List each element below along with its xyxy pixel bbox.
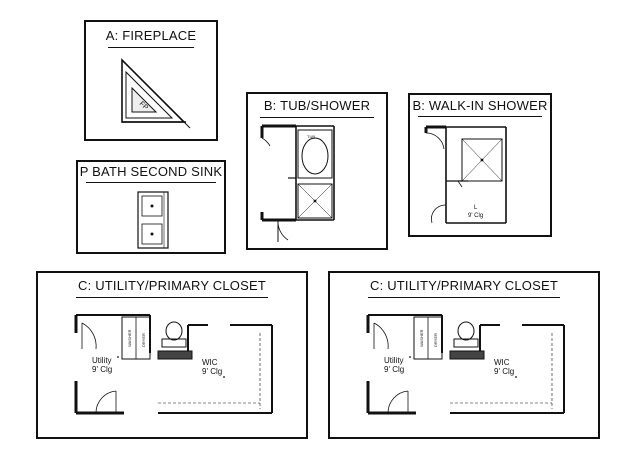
walk-in-shower-panel: B: WALK-IN SHOWER L 9' Clg (408, 93, 552, 237)
utility-label: Utility (92, 356, 112, 365)
second-sink-panel: P BATH SECOND SINK (76, 160, 226, 254)
tub-shower-panel: B: TUB/SHOWER TUB (246, 92, 388, 250)
walk-in-shower-title: B: WALK-IN SHOWER (412, 98, 548, 113)
wic-label: WIC (494, 358, 510, 367)
wic-label: WIC (202, 358, 218, 367)
title-underline (86, 182, 216, 183)
title-underline (108, 47, 194, 48)
utility-closet-title-left: C: UTILITY/PRIMARY CLOSET (77, 278, 266, 293)
fireplace-insert-label: FP (138, 100, 150, 112)
title-underline (368, 297, 560, 298)
utility-ceiling-label: 9' Clg (384, 365, 404, 374)
utility-closet-plan-right: WASHER DRYER Utility 9' Clg WIC 9' Clg (366, 314, 565, 415)
utility-ceiling-label: 9' Clg (92, 365, 112, 374)
second-sink-plan (137, 191, 169, 249)
walk-in-shower-plan: L 9' Clg (424, 125, 507, 224)
utility-label: Utility (384, 356, 404, 365)
utility-closet-panel-left: C: UTILITY/PRIMARY CLOSET WASHER DRYER U… (36, 271, 308, 439)
lin-label: L (474, 205, 478, 211)
fireplace-plan: FP (121, 58, 191, 129)
washer-label: WASHER (127, 329, 132, 347)
lin-ceiling-label: 9' Clg (468, 213, 483, 219)
title-underline (418, 116, 542, 117)
tub-shower-title: B: TUB/SHOWER (263, 98, 371, 113)
title-underline (76, 297, 268, 298)
fireplace-title: A: FIREPLACE (105, 28, 197, 43)
tub-shower-plan: TUB (260, 124, 335, 242)
fireplace-panel: A: FIREPLACE FP (84, 20, 218, 141)
wic-ceiling-label: 9' Clg (494, 367, 514, 376)
washer-label: WASHER (419, 329, 424, 347)
utility-closet-plan-left: WASHER DRYER Utility 9' Clg WIC 9' Clg (74, 314, 273, 415)
title-underline (260, 117, 374, 118)
wic-ceiling-label: 9' Clg (202, 367, 222, 376)
dryer-label: DRYER (433, 333, 438, 347)
second-sink-title: P BATH SECOND SINK (79, 164, 223, 179)
utility-closet-title-right: C: UTILITY/PRIMARY CLOSET (369, 278, 558, 293)
utility-closet-panel-right: C: UTILITY/PRIMARY CLOSET WASHER DRYER U… (328, 271, 600, 439)
tub-label: TUB (307, 134, 315, 139)
dryer-label: DRYER (141, 333, 146, 347)
